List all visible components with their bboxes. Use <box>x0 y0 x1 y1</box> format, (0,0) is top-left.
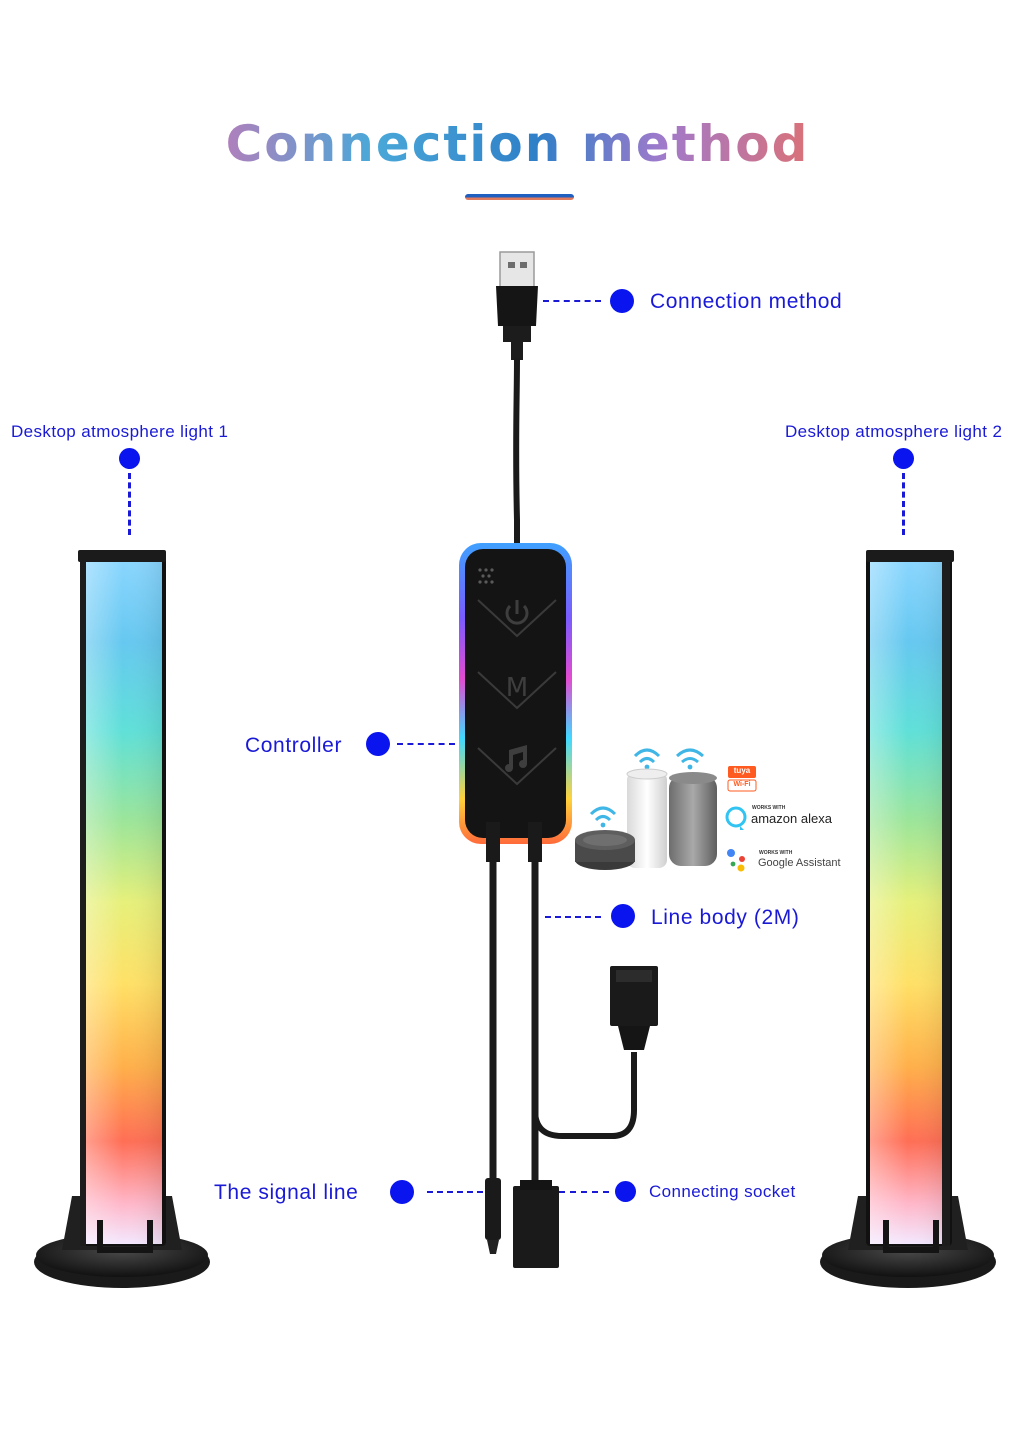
signal-line-label: The signal line <box>214 1181 359 1204</box>
google-assistant-icon <box>727 849 745 872</box>
connection-method-label: Connection method <box>650 290 843 313</box>
signal-connector <box>485 1178 501 1254</box>
smart-speakers <box>575 748 757 872</box>
controller-leader <box>397 743 455 745</box>
power-icon <box>505 600 529 625</box>
alexa-logo-icon <box>725 806 747 828</box>
connecting-socket-block <box>513 1180 559 1268</box>
connecting-socket-label: Connecting socket <box>649 1182 796 1201</box>
light-1-dot <box>119 448 140 469</box>
controller-dot <box>366 732 390 756</box>
wifi-icon <box>589 806 617 822</box>
line-body-dot <box>611 904 635 928</box>
lamp-1-cap <box>78 550 166 562</box>
wifi-icon <box>633 748 661 764</box>
connection-method-leader <box>543 300 601 302</box>
alexa-brand-name: amazon alexa <box>751 811 832 826</box>
controller-label: Controller <box>245 734 343 757</box>
alexa-works-with: WORKS WITH <box>752 805 786 811</box>
light-2-leader <box>902 473 905 535</box>
light-2-dot <box>893 448 914 469</box>
wifi-icon <box>675 748 705 764</box>
tuya-badge-label: tuya <box>733 766 751 775</box>
line-body-label: Line body (2M) <box>651 906 800 929</box>
tuya-badge <box>728 766 756 778</box>
light-1-leader <box>128 473 131 535</box>
light-2-label: Desktop atmosphere light 2 <box>785 422 1003 441</box>
connecting-socket-dot <box>615 1181 636 1202</box>
mode-button-label: M <box>506 673 528 703</box>
title-underline <box>465 194 574 200</box>
page-title: Connection method <box>0 112 1035 176</box>
wifi-badge-label: Wi-Fi <box>733 781 751 788</box>
light-1-label: Desktop atmosphere light 1 <box>11 422 229 441</box>
signal-line-dot <box>390 1180 414 1204</box>
lamp-2-cap <box>866 550 954 562</box>
line-body-leader <box>545 916 601 918</box>
usb-plug <box>496 251 538 360</box>
google-works-with: WORKS WITH <box>759 850 793 856</box>
atmosphere-light-1 <box>34 550 210 1288</box>
connecting-socket-leader <box>559 1191 609 1193</box>
music-note-icon <box>505 745 527 772</box>
lower-cables <box>486 822 637 1180</box>
atmosphere-light-2 <box>820 550 996 1288</box>
usb-socket <box>610 966 658 1050</box>
usb-cable <box>513 357 520 548</box>
connection-method-dot <box>610 289 634 313</box>
controller-body <box>459 543 572 844</box>
google-assistant-name: Google Assistant <box>758 857 841 869</box>
signal-line-leader <box>427 1191 483 1193</box>
